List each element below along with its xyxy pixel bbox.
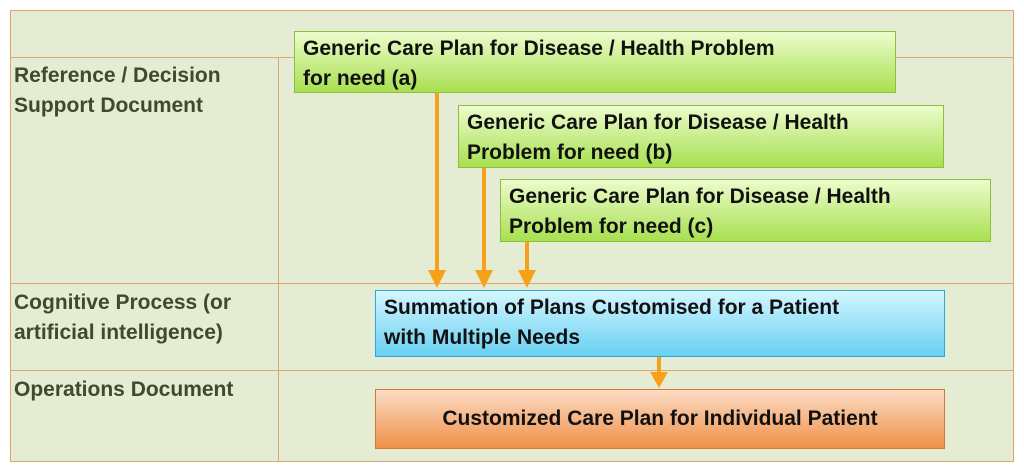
summation-line1: Summation of Plans Customised for a Pati… [384,296,840,319]
plan-a-line1: Generic Care Plan for Disease / Health P… [303,37,775,60]
summation-line2: with Multiple Needs [384,326,581,349]
row-label-reference: Reference / Decision Support Document [14,61,276,121]
column-divider [278,57,279,462]
customized-plan-label: Customized Care Plan for Individual Pati… [442,407,878,430]
row-label-cognitive: Cognitive Process (or artificial intelli… [14,288,276,348]
plan-c-box: Generic Care Plan for Disease / Health P… [500,179,991,242]
plan-b-line2: Problem for need (b) [467,141,673,164]
row-divider-bottom [10,370,1014,371]
plan-c-line2: Problem for need (c) [509,215,714,238]
row-label-cognitive-line2: artificial intelligence) [14,321,223,344]
row-label-operations-line1: Operations Document [14,378,234,401]
arrow-b-head [475,270,493,288]
arrow-c-head [518,270,536,288]
row-label-reference-line1: Reference / Decision [14,64,221,87]
plan-c-line1: Generic Care Plan for Disease / Health [509,185,891,208]
row-divider-middle [10,283,1014,284]
arrow-summation-head [650,372,668,388]
customized-plan-box: Customized Care Plan for Individual Pati… [375,389,945,449]
plan-a-box: Generic Care Plan for Disease / Health P… [294,31,896,93]
plan-b-box: Generic Care Plan for Disease / Health P… [458,105,944,168]
plan-a-line2: for need (a) [303,67,418,90]
plan-b-line1: Generic Care Plan for Disease / Health [467,111,849,134]
row-label-operations: Operations Document [14,375,276,405]
summation-box: Summation of Plans Customised for a Pati… [375,290,945,357]
row-label-reference-line2: Support Document [14,94,203,117]
row-label-cognitive-line1: Cognitive Process (or [14,291,232,314]
arrow-a-head [428,270,446,288]
